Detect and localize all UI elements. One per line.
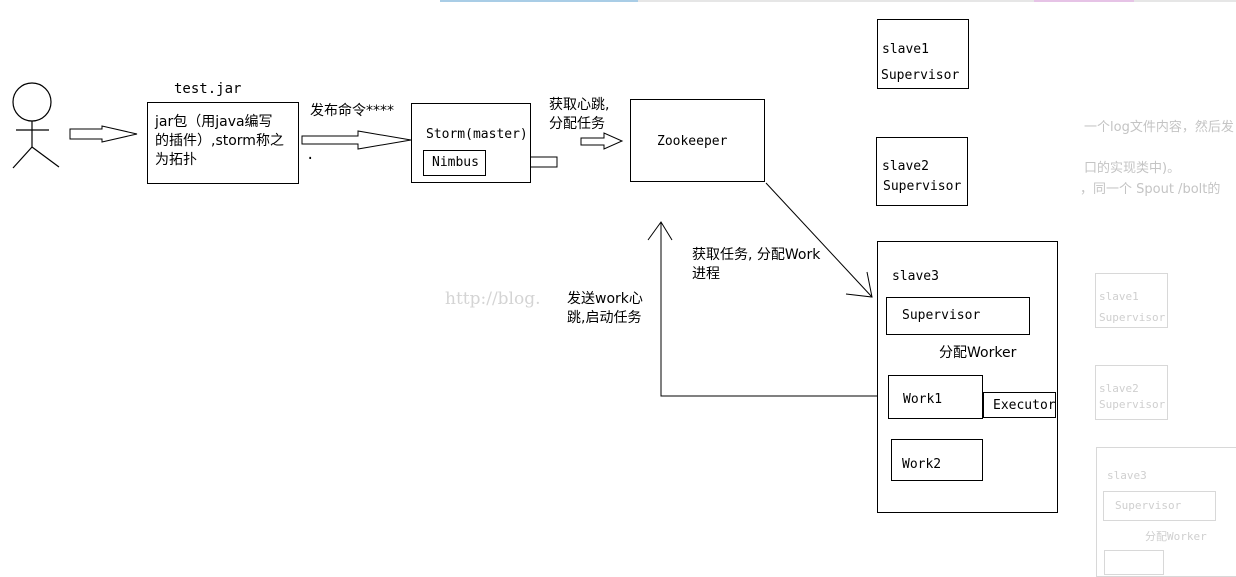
arrowhead-slave3 xyxy=(845,271,873,298)
slave2-box xyxy=(876,137,968,206)
slave3-supervisor-label: Supervisor xyxy=(902,308,981,323)
slave2-supervisor-label: Supervisor xyxy=(883,179,962,194)
ghost-slave1-label: slave1 xyxy=(1099,290,1139,303)
bg-text-3: ，同一个 Spout /bolt的 xyxy=(1080,182,1221,197)
assign-worker-label: 分配Worker xyxy=(939,345,1017,361)
get-task-label: 获取任务, 分配Work 进程 xyxy=(692,247,821,282)
slave2-label: slave2 xyxy=(882,159,929,174)
send-heartbeat-label: 发送work心 跳,启动任务 xyxy=(567,291,643,326)
slave3-supervisor-box xyxy=(886,297,1030,335)
ghost-slave3-label: slave3 xyxy=(1107,469,1147,482)
work1-label: Work1 xyxy=(903,392,943,407)
nimbus-label: Nimbus xyxy=(432,155,479,170)
blog-watermark: http://blog. xyxy=(445,289,541,309)
nimbus-box xyxy=(423,150,486,176)
arrow-jar-to-storm xyxy=(301,130,412,150)
top-strip-blue xyxy=(440,0,638,2)
ghost-slave2-label: slave2 xyxy=(1099,382,1139,395)
ghost-supervisor-label: Supervisor xyxy=(1115,499,1182,512)
storm-master-label: Storm(master) xyxy=(426,127,528,142)
user-stick-figure-icon xyxy=(12,82,60,169)
ghost-slave2-supervisor: Supervisor xyxy=(1099,398,1166,411)
line-zookeeper-to-slave3 xyxy=(765,182,873,298)
ghost-assign-worker: 分配Worker xyxy=(1145,530,1207,543)
dot-mark: . xyxy=(306,147,315,163)
bg-text-1: 一个log文件内容，然后发 xyxy=(1084,120,1234,135)
line-work-to-zookeeper xyxy=(660,222,877,397)
slave1-label: slave1 xyxy=(882,42,929,57)
executor-label: Executor xyxy=(993,398,1056,413)
top-strip-gray xyxy=(638,0,1034,2)
bg-text-2: 口的实现类中)。 xyxy=(1084,161,1181,176)
arrow-person-to-jar xyxy=(69,125,138,143)
arrowhead-zookeeper xyxy=(647,221,673,241)
test-jar-label: test.jar xyxy=(174,81,242,97)
executor-box xyxy=(983,392,1056,418)
top-strip-pink xyxy=(1034,0,1134,2)
arrow-storm-to-zookeeper xyxy=(580,132,624,150)
ghost-slave1-box xyxy=(1095,273,1168,328)
work2-label: Work2 xyxy=(902,457,942,472)
zookeeper-box xyxy=(630,99,765,182)
slave1-box xyxy=(877,19,969,89)
publish-command-label: 发布命令**** xyxy=(310,103,394,119)
heartbeat-assign-label: 获取心跳, 分配任务 xyxy=(549,97,610,132)
ghost-supervisor-box xyxy=(1103,491,1216,521)
slave1-supervisor-label: Supervisor xyxy=(881,68,960,83)
jar-package-box xyxy=(147,102,299,184)
work1-box xyxy=(888,375,983,419)
work2-box xyxy=(891,439,983,481)
ghost-slave2-box xyxy=(1095,365,1168,420)
ghost-slave1-supervisor: Supervisor xyxy=(1099,311,1166,324)
zookeeper-label: Zookeeper xyxy=(657,134,728,149)
slave3-label: slave3 xyxy=(892,269,939,284)
jar-package-description: jar包（用java编写 的插件）,storm称之 为拓扑 xyxy=(155,114,284,168)
top-strip-gray2 xyxy=(1134,0,1236,2)
